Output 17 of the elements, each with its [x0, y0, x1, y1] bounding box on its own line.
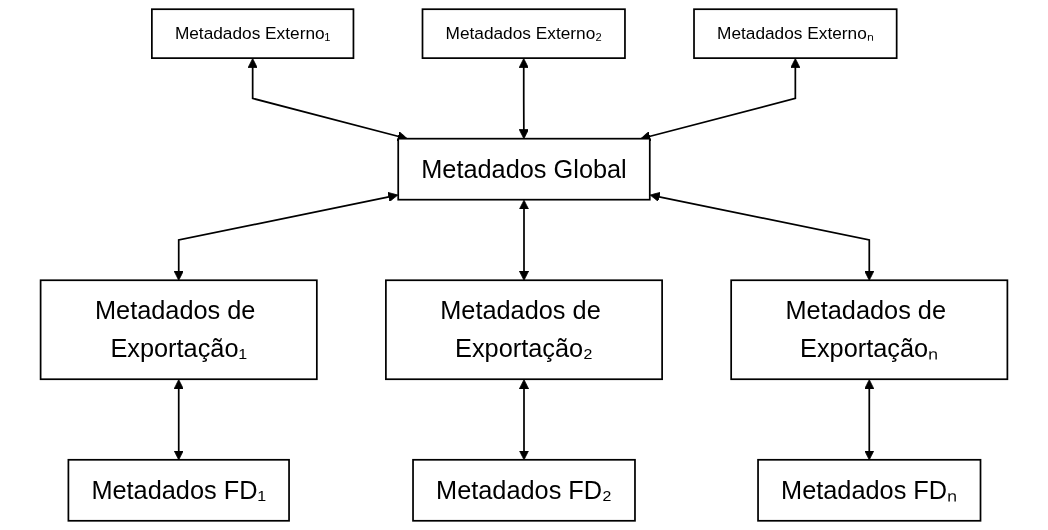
node-box: Metadados de Exportação₁ [39, 279, 318, 381]
arrow [173, 191, 399, 281]
arrow [518, 379, 530, 461]
node-box: Metadados FD₂ [412, 458, 636, 522]
arrow [864, 379, 875, 461]
node-box: Metadados Externo₁ [151, 8, 355, 59]
node-box: Metadados Global [397, 137, 651, 201]
node-box: Metadados FDₙ [757, 458, 982, 522]
node-box: Metadados Externoₙ [693, 8, 898, 59]
arrow [518, 199, 530, 281]
arrow [173, 379, 184, 461]
node-box: Metadados de Exportaçãoₙ [730, 279, 1009, 381]
node-box: Metadados Externo₂ [421, 8, 626, 59]
arrow [518, 58, 529, 140]
node-box: Metadados de Exportação₂ [385, 279, 663, 381]
arrow [649, 191, 875, 281]
node-box: Metadados FD₁ [67, 458, 290, 522]
